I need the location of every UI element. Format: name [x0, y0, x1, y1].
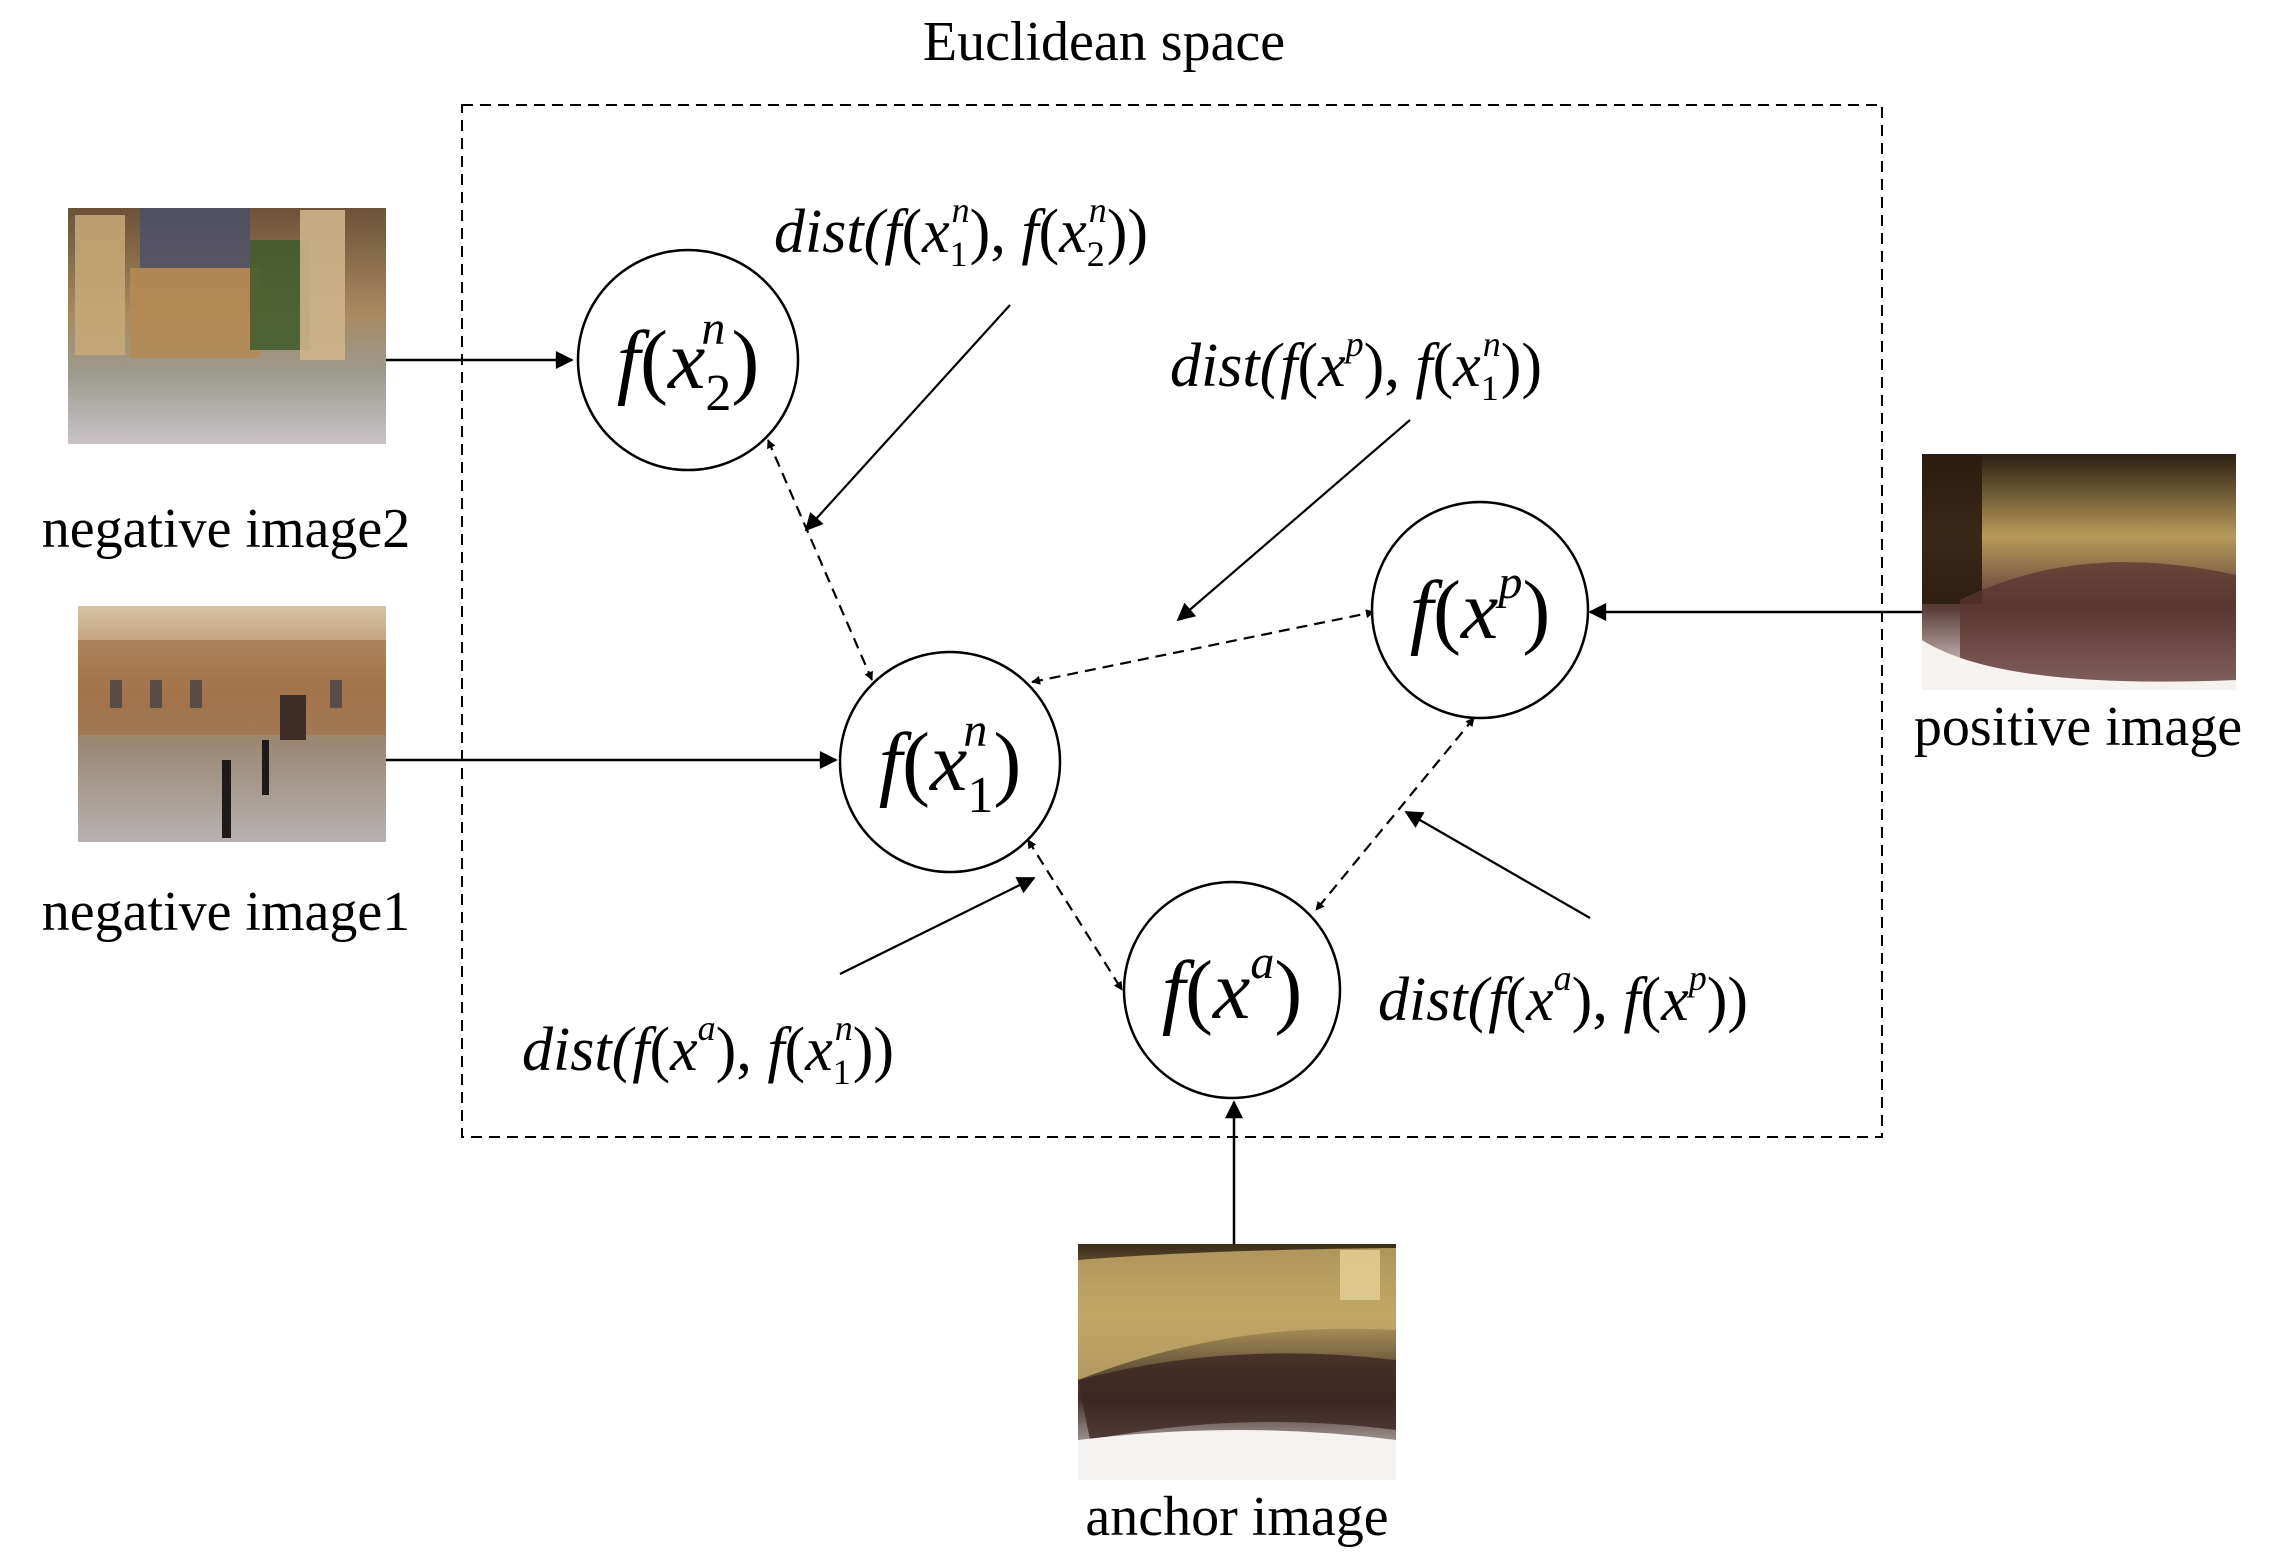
distance-edges [766, 439, 1475, 991]
node-f-x1n: f(x1n) [838, 650, 1062, 874]
negative-image2-label: negative image2 [42, 498, 411, 560]
input-arrows [386, 351, 1922, 1244]
pointer-a-n1 [839, 877, 1036, 975]
svg-text:f(xp): f(xp) [1410, 556, 1551, 657]
node-f-xa: f(xa) [1122, 880, 1342, 1100]
euclidean-space-frame [461, 104, 1883, 1138]
pointer-p-n1 [1176, 419, 1411, 622]
edge-n1-a [1027, 839, 1123, 991]
negative-image1 [78, 606, 386, 842]
label-pointers [804, 304, 1591, 975]
svg-text:f(x2n): f(x2n) [617, 302, 760, 422]
edge-n1-p [1031, 609, 1375, 685]
positive-image [1922, 454, 2236, 690]
node-f-x2n: f(x2n) [576, 248, 800, 472]
edge-p-a [1315, 717, 1475, 911]
anchor-image-label: anchor image [1085, 1486, 1388, 1548]
dist-label-a-n1: dist(f(xa), f(x1n)) [522, 1008, 894, 1092]
dist-label-p-n1: dist(f(xp), f(x1n)) [1170, 324, 1542, 408]
diagram-title: Euclidean space [923, 11, 1285, 73]
node-f-xp: f(xp) [1370, 500, 1590, 720]
negative-image2 [68, 208, 386, 444]
dist-label-n1-n2: dist(f(x1n), f(x2n)) [774, 190, 1148, 274]
dist-label-a-p: dist(f(xa), f(xp)) [1378, 958, 1748, 1034]
positive-image-label: positive image [1914, 696, 2242, 758]
edge-n2-n1 [766, 439, 874, 681]
svg-text:f(x1n): f(x1n) [879, 704, 1022, 824]
anchor-image [1078, 1244, 1396, 1480]
negative-image1-label: negative image1 [42, 881, 411, 943]
svg-text:f(xa): f(xa) [1162, 936, 1303, 1037]
pointer-n1-n2 [804, 304, 1011, 532]
pointer-a-p [1404, 811, 1591, 919]
